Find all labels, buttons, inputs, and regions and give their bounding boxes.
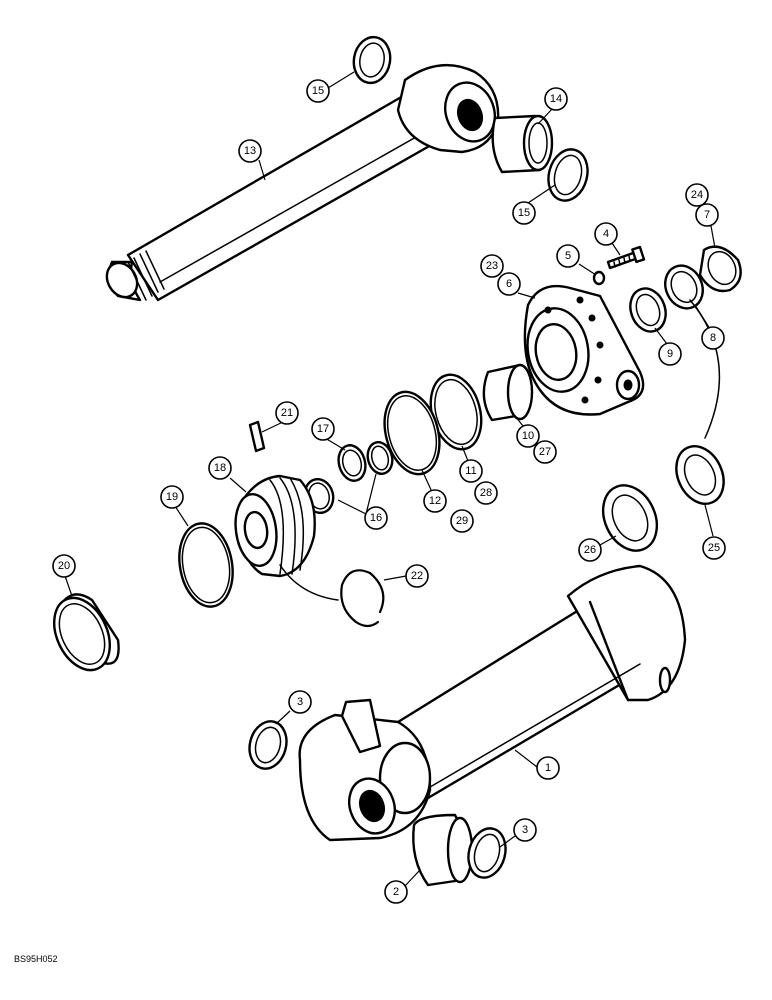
callout-18: 18: [208, 456, 232, 480]
callout-16: 16: [364, 506, 388, 530]
roll-pin: [248, 420, 266, 453]
gland-outer-seal-left: [601, 484, 659, 552]
svg-text:28: 28: [480, 487, 492, 499]
svg-text:25: 25: [708, 542, 720, 554]
callout-1: 1: [536, 756, 560, 780]
callout-17: 17: [311, 417, 335, 441]
svg-text:19: 19: [166, 491, 178, 503]
gland-head: [523, 284, 645, 416]
piston: [234, 474, 316, 578]
callout-20: 20: [52, 554, 76, 578]
svg-text:27: 27: [539, 446, 551, 458]
callout-27: 27: [533, 440, 557, 464]
piston-seal-ring: [178, 522, 234, 608]
cylinder-barrel: [298, 564, 687, 842]
callout-15-top: 15: [306, 79, 330, 103]
svg-text:13: 13: [244, 145, 256, 157]
svg-text:21: 21: [281, 407, 293, 419]
callout-13: 13: [238, 139, 262, 163]
wiper-ring-top-left: [352, 35, 392, 85]
callout-15-right: 15: [512, 201, 536, 225]
piston-backup-ring-right: [366, 441, 394, 475]
svg-text:3: 3: [522, 824, 528, 836]
svg-text:17: 17: [317, 423, 329, 435]
piston-leader-arc: [279, 564, 339, 601]
svg-text:1: 1: [545, 762, 551, 774]
callout-23: 23: [480, 254, 504, 278]
wiper-ring-top-right: [547, 148, 589, 202]
svg-text:3: 3: [297, 696, 303, 708]
callout-3-upper: 3: [288, 690, 312, 714]
callout-9: 9: [658, 342, 682, 366]
figure-code: BS95H052: [14, 954, 58, 964]
callout-19: 19: [160, 485, 184, 509]
wiper-ring-bottom-right: [467, 827, 507, 879]
callout-3-lower: 3: [513, 818, 537, 842]
svg-text:6: 6: [506, 278, 512, 290]
lock-washer: [592, 270, 606, 286]
svg-text:15: 15: [518, 207, 530, 219]
callout-6: 6: [497, 272, 521, 296]
callout-2: 2: [384, 880, 408, 904]
svg-text:4: 4: [603, 228, 609, 240]
rod-bushing: [491, 114, 554, 174]
o-ring-large: [429, 373, 483, 451]
wear-ring: [53, 593, 120, 672]
backup-ring-large: [383, 390, 441, 476]
svg-text:9: 9: [667, 348, 673, 360]
svg-text:2: 2: [393, 886, 399, 898]
callout-26: 26: [578, 538, 602, 562]
callout-14: 14: [544, 87, 568, 111]
callout-25: 25: [702, 536, 726, 560]
gland-bushing: [482, 363, 534, 422]
svg-text:24: 24: [691, 189, 703, 201]
gland-rod-seal: [629, 287, 667, 333]
callout-12: 12: [423, 489, 447, 513]
gland-backup-ring: [664, 264, 704, 310]
callout-7: 7: [695, 203, 719, 227]
svg-text:20: 20: [58, 560, 70, 572]
svg-text:8: 8: [710, 332, 716, 344]
callout-29: 29: [450, 509, 474, 533]
callout-24: 24: [685, 183, 709, 207]
snap-ring: [340, 569, 385, 628]
callout-22: 22: [405, 564, 429, 588]
cap-screw: [606, 245, 646, 270]
svg-text:15: 15: [312, 85, 324, 97]
svg-text:16: 16: [370, 512, 382, 524]
svg-text:5: 5: [565, 250, 571, 262]
callout-4: 4: [594, 222, 618, 246]
svg-text:23: 23: [486, 260, 498, 272]
svg-text:14: 14: [550, 93, 562, 105]
leader-lines: [64, 71, 716, 888]
callout-8: 8: [701, 326, 725, 350]
svg-text:10: 10: [522, 430, 534, 442]
callout-21: 21: [275, 401, 299, 425]
callout-11: 11: [459, 459, 483, 483]
svg-text:7: 7: [704, 209, 710, 221]
gland-wiper-seal: [698, 245, 742, 293]
svg-text:12: 12: [429, 495, 441, 507]
svg-text:29: 29: [456, 515, 468, 527]
callout-28: 28: [474, 481, 498, 505]
svg-text:18: 18: [214, 462, 226, 474]
piston-rod: [105, 90, 442, 302]
callout-10: 10: [516, 424, 540, 448]
piston-o-ring: [337, 444, 367, 482]
barrel-bushing: [412, 813, 474, 887]
gland-outer-seal-right: [675, 445, 725, 505]
svg-text:22: 22: [411, 570, 423, 582]
svg-text:11: 11: [465, 465, 476, 477]
svg-text:26: 26: [584, 544, 596, 556]
callout-5: 5: [556, 244, 580, 268]
wiper-ring-bottom-left: [248, 720, 288, 770]
